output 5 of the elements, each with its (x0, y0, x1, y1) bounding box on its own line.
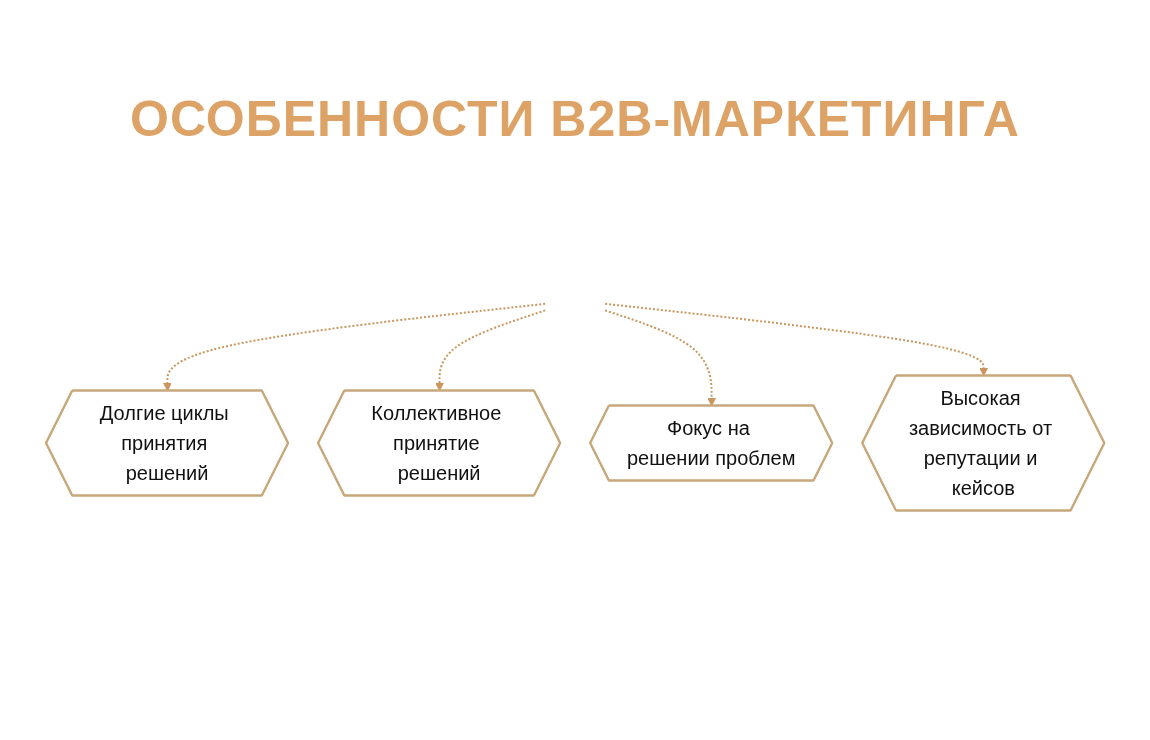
title: ОСОБЕННОСТИ B2B-МАРКЕТИНГА (129, 90, 1021, 148)
arrow (604, 309, 716, 407)
arrow (162, 302, 546, 392)
arrow (604, 302, 988, 377)
arrow (434, 309, 546, 392)
